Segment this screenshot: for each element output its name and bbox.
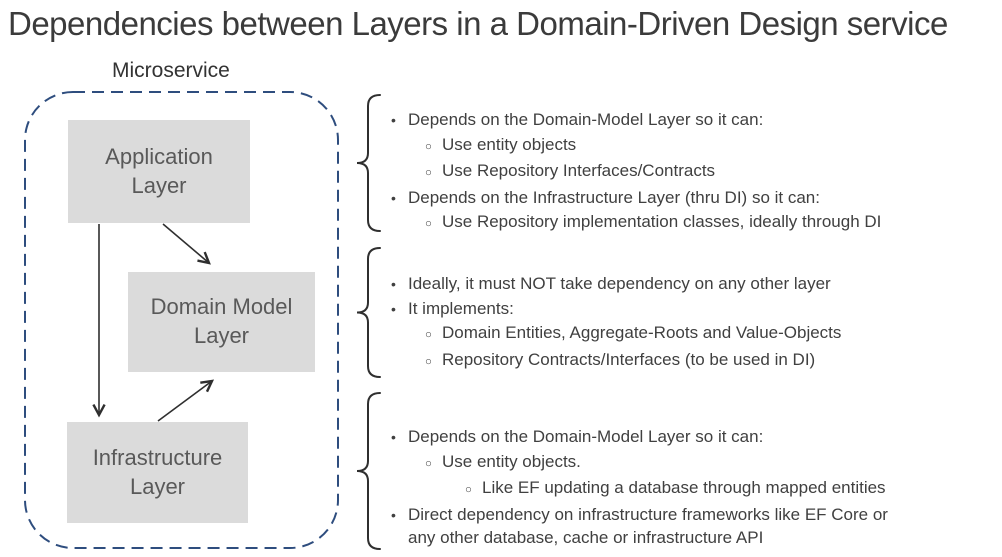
- domain-model-layer-box: Domain Model Layer: [128, 272, 315, 372]
- note-item: ○ Domain Entities, Aggregate-Roots and V…: [383, 321, 997, 348]
- microservice-boundary-label: Microservice: [112, 59, 230, 82]
- note-item: • Depends on the Domain-Model Layer so i…: [383, 108, 997, 133]
- bullet-icon: •: [391, 189, 396, 206]
- circle-bullet-icon: ○: [425, 329, 432, 341]
- note-item-text: Use entity objects.: [442, 451, 581, 471]
- note-item-text: Depends on the Domain-Model Layer so it …: [408, 427, 764, 446]
- brace-infrastructure-notes: [356, 392, 381, 550]
- bullet-icon: •: [391, 300, 396, 317]
- domain-model-layer-notes: • Ideally, it must NOT take dependency o…: [383, 272, 997, 374]
- bullet-icon: •: [391, 112, 396, 128]
- circle-bullet-icon: ○: [425, 218, 432, 230]
- note-item: • Depends on the Domain-Model Layer so i…: [383, 425, 997, 450]
- note-item-text: It implements:: [408, 298, 514, 318]
- note-item: ○ Use entity objects.: [383, 450, 997, 477]
- note-item-text: Domain Entities, Aggregate-Roots and Val…: [442, 323, 842, 342]
- slide-title: Dependencies between Layers in a Domain-…: [8, 5, 948, 42]
- note-item-text: Use Repository Interfaces/Contracts: [442, 161, 716, 180]
- note-item: ○ Use Repository Interfaces/Contracts: [383, 159, 997, 186]
- bullet-icon: •: [391, 506, 396, 523]
- brace-application-notes: [356, 94, 381, 232]
- circle-bullet-icon: ○: [465, 484, 472, 496]
- arrow-infrastructure-to-domain: [157, 379, 215, 422]
- infrastructure-layer-box: Infrastructure Layer: [67, 422, 248, 523]
- note-item: • Direct dependency on infrastructure fr…: [383, 503, 997, 550]
- circle-bullet-icon: ○: [425, 457, 432, 470]
- bullet-icon: •: [391, 276, 396, 292]
- application-layer-box: Application Layer: [68, 120, 250, 223]
- arrow-application-to-domain: [162, 223, 211, 265]
- application-layer-notes: • Depends on the Domain-Model Layer so i…: [383, 108, 997, 237]
- bullet-icon: •: [391, 429, 396, 445]
- circle-bullet-icon: ○: [425, 355, 432, 368]
- note-item-text: Depends on the Infrastructure Layer (thr…: [408, 187, 820, 207]
- brace-domain-notes: [356, 247, 381, 378]
- note-item-text: Direct dependency on infrastructure fram…: [408, 504, 888, 548]
- note-item: ○ Like EF updating a database through ma…: [383, 476, 997, 503]
- note-item: ○ Repository Contracts/Interfaces (to be…: [383, 348, 997, 375]
- note-item-text: Use entity objects: [442, 134, 577, 154]
- note-item: ○ Use entity objects: [383, 133, 997, 160]
- note-item: • It implements:: [383, 297, 997, 322]
- note-item-text: Ideally, it must NOT take dependency on …: [408, 274, 831, 293]
- note-item-text: Depends on the Domain-Model Layer so it …: [408, 110, 764, 129]
- infrastructure-layer-notes: • Depends on the Domain-Model Layer so i…: [383, 425, 997, 550]
- note-item-text: Like EF updating a database through mapp…: [482, 478, 886, 497]
- note-item-text: Use Repository implementation classes, i…: [442, 212, 882, 231]
- note-item: • Ideally, it must NOT take dependency o…: [383, 272, 997, 297]
- note-item: ○ Use Repository implementation classes,…: [383, 210, 997, 237]
- note-item: • Depends on the Infrastructure Layer (t…: [383, 186, 997, 211]
- circle-bullet-icon: ○: [425, 167, 432, 179]
- circle-bullet-icon: ○: [425, 140, 432, 153]
- note-item-text: Repository Contracts/Interfaces (to be u…: [442, 349, 816, 369]
